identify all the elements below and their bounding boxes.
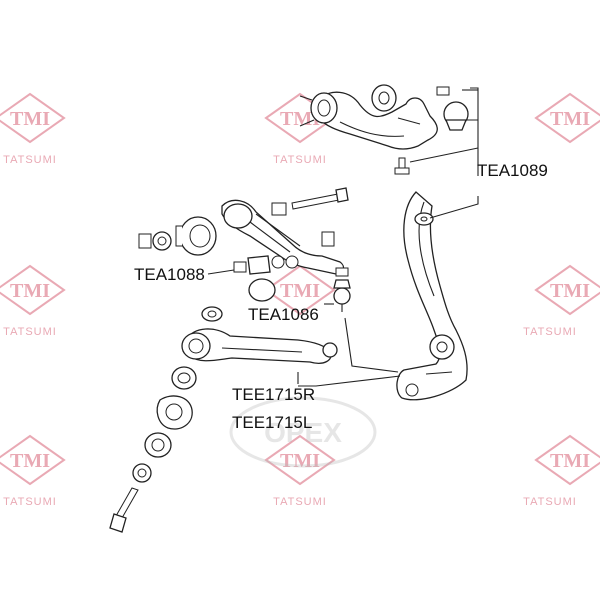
lower-arm-washers [138,231,172,251]
watermark-brand-text: TATSUMI [3,496,57,508]
watermark-logo-text: TMI [280,280,320,302]
watermark-mid-center: TMI [264,264,336,316]
watermark-brand-text: TATSUMI [523,326,577,338]
leader-lines [207,87,479,387]
watermark-mid-left: TMI TATSUMI [0,264,66,338]
watermark-logo-text: TMI [550,280,590,302]
watermark-mid-right: TMI TATSUMI [523,264,600,338]
label-tee1715r: TEE1715R [232,385,315,404]
strut-washer-top [201,306,223,322]
label-tee1715l: TEE1715L [232,413,312,432]
small-bushing-assembly [233,255,299,302]
watermark-brand-text: TATSUMI [273,496,327,508]
watermark-brand-text: TATSUMI [3,326,57,338]
long-bolt [271,187,349,216]
strut-long-bolt [109,487,139,533]
steering-knuckle [396,191,468,401]
lower-ball-joint [333,267,351,312]
label-tea1086: TEA1086 [248,305,319,324]
emblem-text: ОРЕХ [264,417,342,448]
watermark-logo-text: TMI [10,450,50,472]
tension-strut [181,328,338,364]
upper-ball-joint [436,86,469,131]
nut-top [321,231,335,247]
watermark-brand-text: TATSUMI [3,154,57,166]
label-tea1088: TEA1088 [134,265,205,284]
watermark-top-right: TMI [534,92,600,144]
watermark-bottom-left: TMI TATSUMI [0,434,66,508]
strut-bushing-stack [132,366,197,483]
watermark-logo-text: TMI [550,108,590,130]
knuckle-nut [414,212,434,226]
upper-arm-bolt [394,157,410,175]
watermark-bottom-right: TMI TATSUMI [523,434,600,508]
label-tea1089: TEA1089 [477,161,548,180]
watermark-top-center: TMI TATSUMI [264,92,336,166]
watermark-brand-text: TATSUMI [523,496,577,508]
lower-arm-bushing [175,216,217,256]
watermark-logo-text: TMI [10,108,50,130]
emblem-watermark: ОРЕХ [229,396,377,468]
watermark-logo-text: TMI [10,280,50,302]
upper-control-arm [299,84,438,150]
watermark-bottom-center: TMI TATSUMI [264,434,336,508]
watermark-top-left: TMI TATSUMI [0,92,66,166]
watermark-logo-text: TMI [280,108,320,130]
watermark-logo-text: TMI [280,450,320,472]
watermark-brand-text: TATSUMI [273,154,327,166]
watermark-logo-text: TMI [550,450,590,472]
